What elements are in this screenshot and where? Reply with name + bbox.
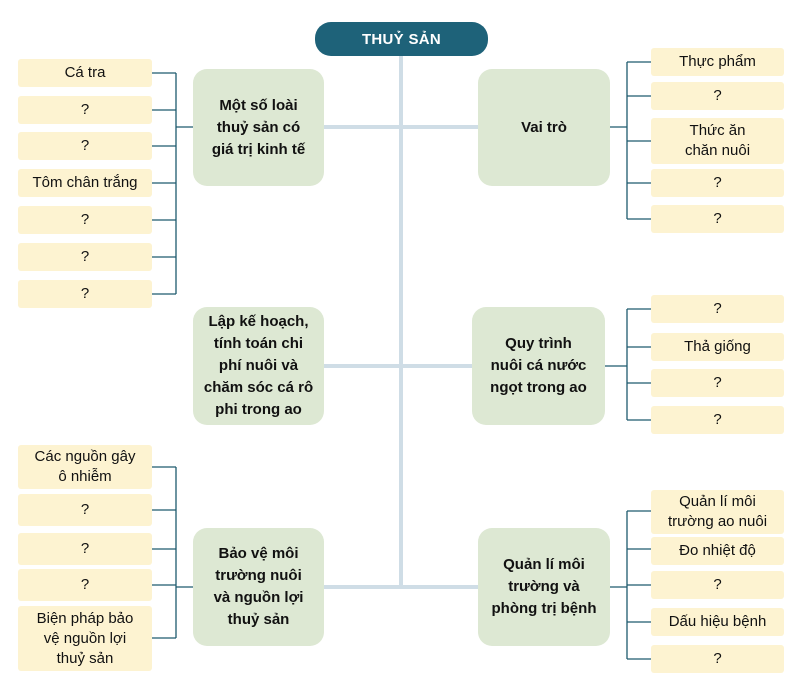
leaf-disease-4: Dấu hiệu bệnh	[651, 608, 784, 636]
leaf-disease-1: Quản lí môi trường ao nuôi	[651, 490, 784, 534]
topic-environment-protection: Bảo vệ môi trường nuôi và nguồn lợi thuỷ…	[193, 528, 324, 646]
leaf-species-4: Tôm chân trắng	[18, 169, 152, 197]
leaf-environment-3: ?	[18, 533, 152, 565]
leaf-species-6: ?	[18, 243, 152, 271]
leaf-environment-4: ?	[18, 569, 152, 601]
leaf-species-3: ?	[18, 132, 152, 160]
topic-freshwater-process: Quy trình nuôi cá nước ngọt trong ao	[472, 307, 605, 425]
leaf-process-3: ?	[651, 369, 784, 397]
leaf-environment-1: Các nguồn gây ô nhiễm	[18, 445, 152, 489]
leaf-disease-5: ?	[651, 645, 784, 673]
topic-economic-species: Một số loài thuỷ sản có giá trị kinh tế	[193, 69, 324, 186]
leaf-disease-2: Đo nhiệt độ	[651, 537, 784, 565]
leaf-species-1: Cá tra	[18, 59, 152, 87]
topic-tilapia-plan: Lập kế hoạch, tính toán chi phí nuôi và …	[193, 307, 324, 425]
leaf-role-3: Thức ăn chăn nuôi	[651, 118, 784, 164]
root-title: THUỶ SẢN	[315, 22, 488, 56]
leaf-species-7: ?	[18, 280, 152, 308]
leaf-environment-5: Biện pháp bảo vệ nguồn lợi thuỷ sản	[18, 606, 152, 671]
leaf-process-4: ?	[651, 406, 784, 434]
leaf-environment-2: ?	[18, 494, 152, 526]
leaf-role-2: ?	[651, 82, 784, 110]
topic-disease-management: Quản lí môi trường và phòng trị bệnh	[478, 528, 610, 646]
leaf-disease-3: ?	[651, 571, 784, 599]
leaf-species-5: ?	[18, 206, 152, 234]
leaf-role-1: Thực phẩm	[651, 48, 784, 76]
leaf-species-2: ?	[18, 96, 152, 124]
leaf-role-5: ?	[651, 205, 784, 233]
leaf-process-1: ?	[651, 295, 784, 323]
leaf-role-4: ?	[651, 169, 784, 197]
topic-role: Vai trò	[478, 69, 610, 186]
leaf-process-2: Thả giống	[651, 333, 784, 361]
